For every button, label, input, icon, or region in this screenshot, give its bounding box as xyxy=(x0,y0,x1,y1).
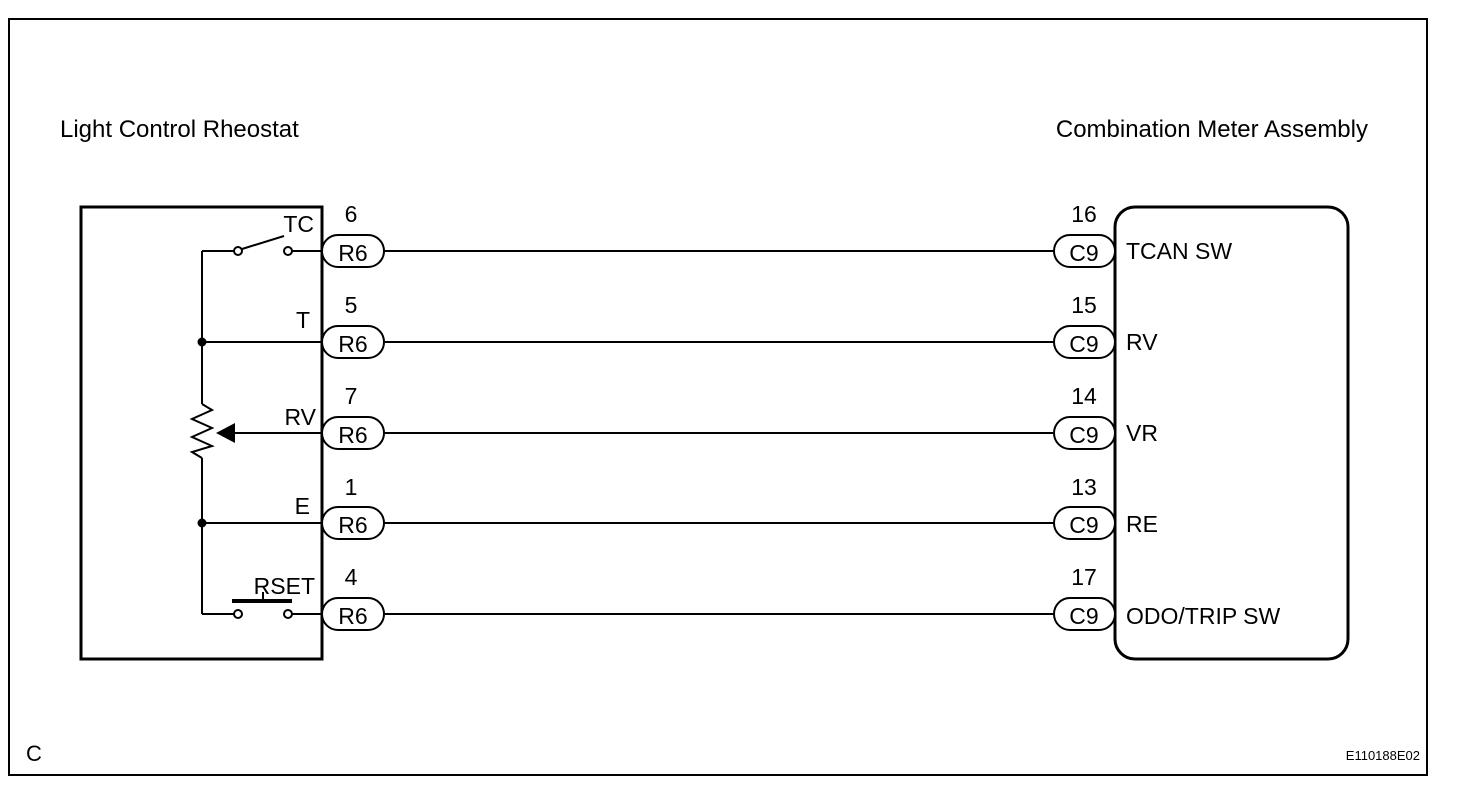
section-code: C xyxy=(26,741,42,766)
rheostat-title: Light Control Rheostat xyxy=(60,116,299,143)
right-terminal-label: VR xyxy=(1126,420,1158,446)
rheostat-internal-circuit xyxy=(189,235,322,615)
right-terminal-label: ODO/TRIP SW xyxy=(1126,603,1280,629)
right-connector-badge xyxy=(1053,506,1116,540)
tc-switch-blade xyxy=(241,235,285,250)
left-connector-badge xyxy=(321,416,385,450)
left-connector-badge xyxy=(321,597,385,631)
right-connector-badge xyxy=(1053,416,1116,450)
junction-dot xyxy=(197,518,207,528)
right-connector-badge xyxy=(1053,597,1116,631)
wire-row-4: R6 C9 1 13 E RE xyxy=(295,474,1158,540)
wiper-arrow-icon xyxy=(216,423,235,443)
right-connector-badge xyxy=(1053,234,1116,268)
rset-contact-right xyxy=(283,609,293,619)
tc-contact-right xyxy=(283,246,293,256)
left-terminal-label: T xyxy=(296,307,310,333)
right-terminal-label: RV xyxy=(1126,329,1158,355)
right-pin-number: 15 xyxy=(1071,292,1097,318)
right-connector-badge xyxy=(1053,325,1116,359)
left-terminal-label: RV xyxy=(284,404,316,430)
wire-row-3: R6 C9 7 14 RV VR xyxy=(284,383,1158,450)
left-connector-name: R6 xyxy=(338,603,367,629)
right-terminal-label: RE xyxy=(1126,511,1158,537)
left-pin-number: 7 xyxy=(345,383,358,409)
left-pin-number: 6 xyxy=(345,201,358,227)
left-connector-name: R6 xyxy=(338,512,367,538)
meter-title: Combination Meter Assembly xyxy=(1056,116,1368,143)
right-connector-name: C9 xyxy=(1069,603,1098,629)
left-pin-number: 4 xyxy=(345,564,358,590)
diagram-frame xyxy=(8,18,1428,776)
left-pin-number: 1 xyxy=(345,474,358,500)
resistor-zigzag xyxy=(189,403,215,459)
right-connector-name: C9 xyxy=(1069,240,1098,266)
right-pin-number: 16 xyxy=(1071,201,1097,227)
right-pin-number: 14 xyxy=(1071,383,1097,409)
right-connector-name: C9 xyxy=(1069,331,1098,357)
left-terminal-label: RSET xyxy=(254,573,315,599)
right-pin-number: 17 xyxy=(1071,564,1097,590)
rset-contact-left xyxy=(233,609,243,619)
left-connector-badge xyxy=(321,325,385,359)
junction-dot xyxy=(197,337,207,347)
left-connector-name: R6 xyxy=(338,331,367,357)
tc-contact-left xyxy=(233,246,243,256)
right-connector-name: C9 xyxy=(1069,512,1098,538)
right-terminal-label: TCAN SW xyxy=(1126,238,1232,264)
left-connector-badge xyxy=(321,234,385,268)
left-connector-badge xyxy=(321,506,385,540)
left-terminal-label: E xyxy=(295,493,310,519)
figure-code: E110188E02 xyxy=(1346,748,1420,763)
right-pin-number: 13 xyxy=(1071,474,1097,500)
left-pin-number: 5 xyxy=(345,292,358,318)
right-connector-name: C9 xyxy=(1069,422,1098,448)
left-terminal-label: TC xyxy=(283,211,314,237)
wire-row-2: R6 C9 5 15 T RV xyxy=(296,292,1158,359)
wire-row-1: R6 C9 6 16 TC TCAN SW xyxy=(283,201,1232,268)
left-connector-name: R6 xyxy=(338,422,367,448)
left-connector-name: R6 xyxy=(338,240,367,266)
wire-row-5: R6 C9 4 17 RSET ODO/TRIP SW xyxy=(254,564,1280,631)
